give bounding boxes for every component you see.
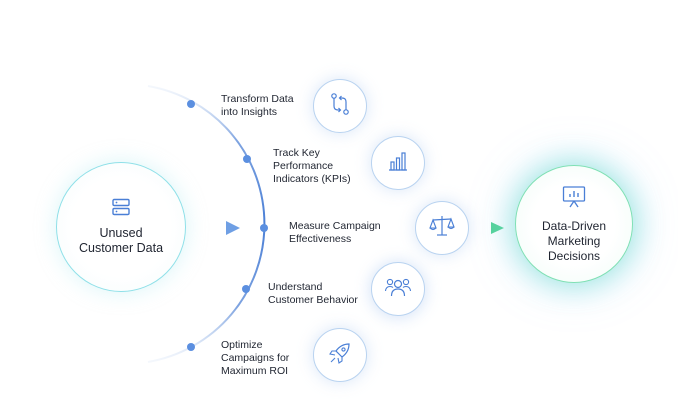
presentation-chart-icon: [561, 185, 587, 214]
step-label-5: Optimize Campaigns for Maximum ROI: [221, 339, 289, 378]
server-icon: [111, 198, 131, 221]
step-dot-1: [187, 100, 195, 108]
target-label-line2: Marketing: [547, 233, 601, 248]
step-label-4: Understand Customer Behavior: [268, 281, 358, 307]
target-node: Data-Driven Marketing Decisions: [515, 165, 633, 283]
users-icon: [384, 275, 412, 304]
source-label-line1: Unused: [99, 226, 143, 240]
input-arrow-head: [226, 221, 240, 235]
bar-chart-icon: [386, 149, 410, 178]
step-icon-circle-2: [371, 136, 425, 190]
step-label-2: Track Key Performance Indicators (KPIs): [273, 147, 351, 186]
step-2-line-1: Track Key: [273, 147, 320, 159]
step-dot-2: [243, 155, 251, 163]
step-1-line-1: Transform Data: [221, 93, 294, 105]
step-4-line-1: Understand: [268, 281, 323, 293]
step-2-line-3: Indicators (KPIs): [273, 173, 351, 185]
target-label-line3: Decisions: [547, 248, 601, 263]
source-node: Unused Customer Data: [56, 162, 186, 292]
step-4-line-2: Customer Behavior: [268, 294, 358, 306]
transform-arrows-icon: [327, 91, 353, 122]
step-icon-circle-4: [371, 262, 425, 316]
process-arc: [147, 85, 266, 363]
step-dot-3: [260, 224, 268, 232]
step-3-line-1: Measure Campaign: [289, 220, 381, 232]
balance-scale-icon: [428, 213, 456, 244]
step-5-line-3: Maximum ROI: [221, 365, 289, 377]
rocket-icon: [327, 340, 353, 371]
step-1-line-2: into Insights: [221, 106, 278, 118]
step-icon-circle-1: [313, 79, 367, 133]
step-2-line-2: Performance: [273, 160, 334, 172]
target-label-line1: Data-Driven: [541, 218, 607, 233]
step-dot-4: [242, 285, 250, 293]
source-label-line2: Customer Data: [78, 241, 164, 255]
output-arrow-head: [491, 222, 504, 234]
step-5-line-1: Optimize: [221, 339, 263, 351]
step-3-line-2: Effectiveness: [289, 233, 352, 245]
step-icon-circle-5: [313, 328, 367, 382]
step-label-1: Transform Data into Insights: [221, 93, 294, 119]
step-icon-circle-3: [415, 201, 469, 255]
step-5-line-2: Campaigns for: [221, 352, 290, 364]
step-label-3: Measure Campaign Effectiveness: [289, 220, 381, 246]
step-dot-5: [187, 343, 195, 351]
